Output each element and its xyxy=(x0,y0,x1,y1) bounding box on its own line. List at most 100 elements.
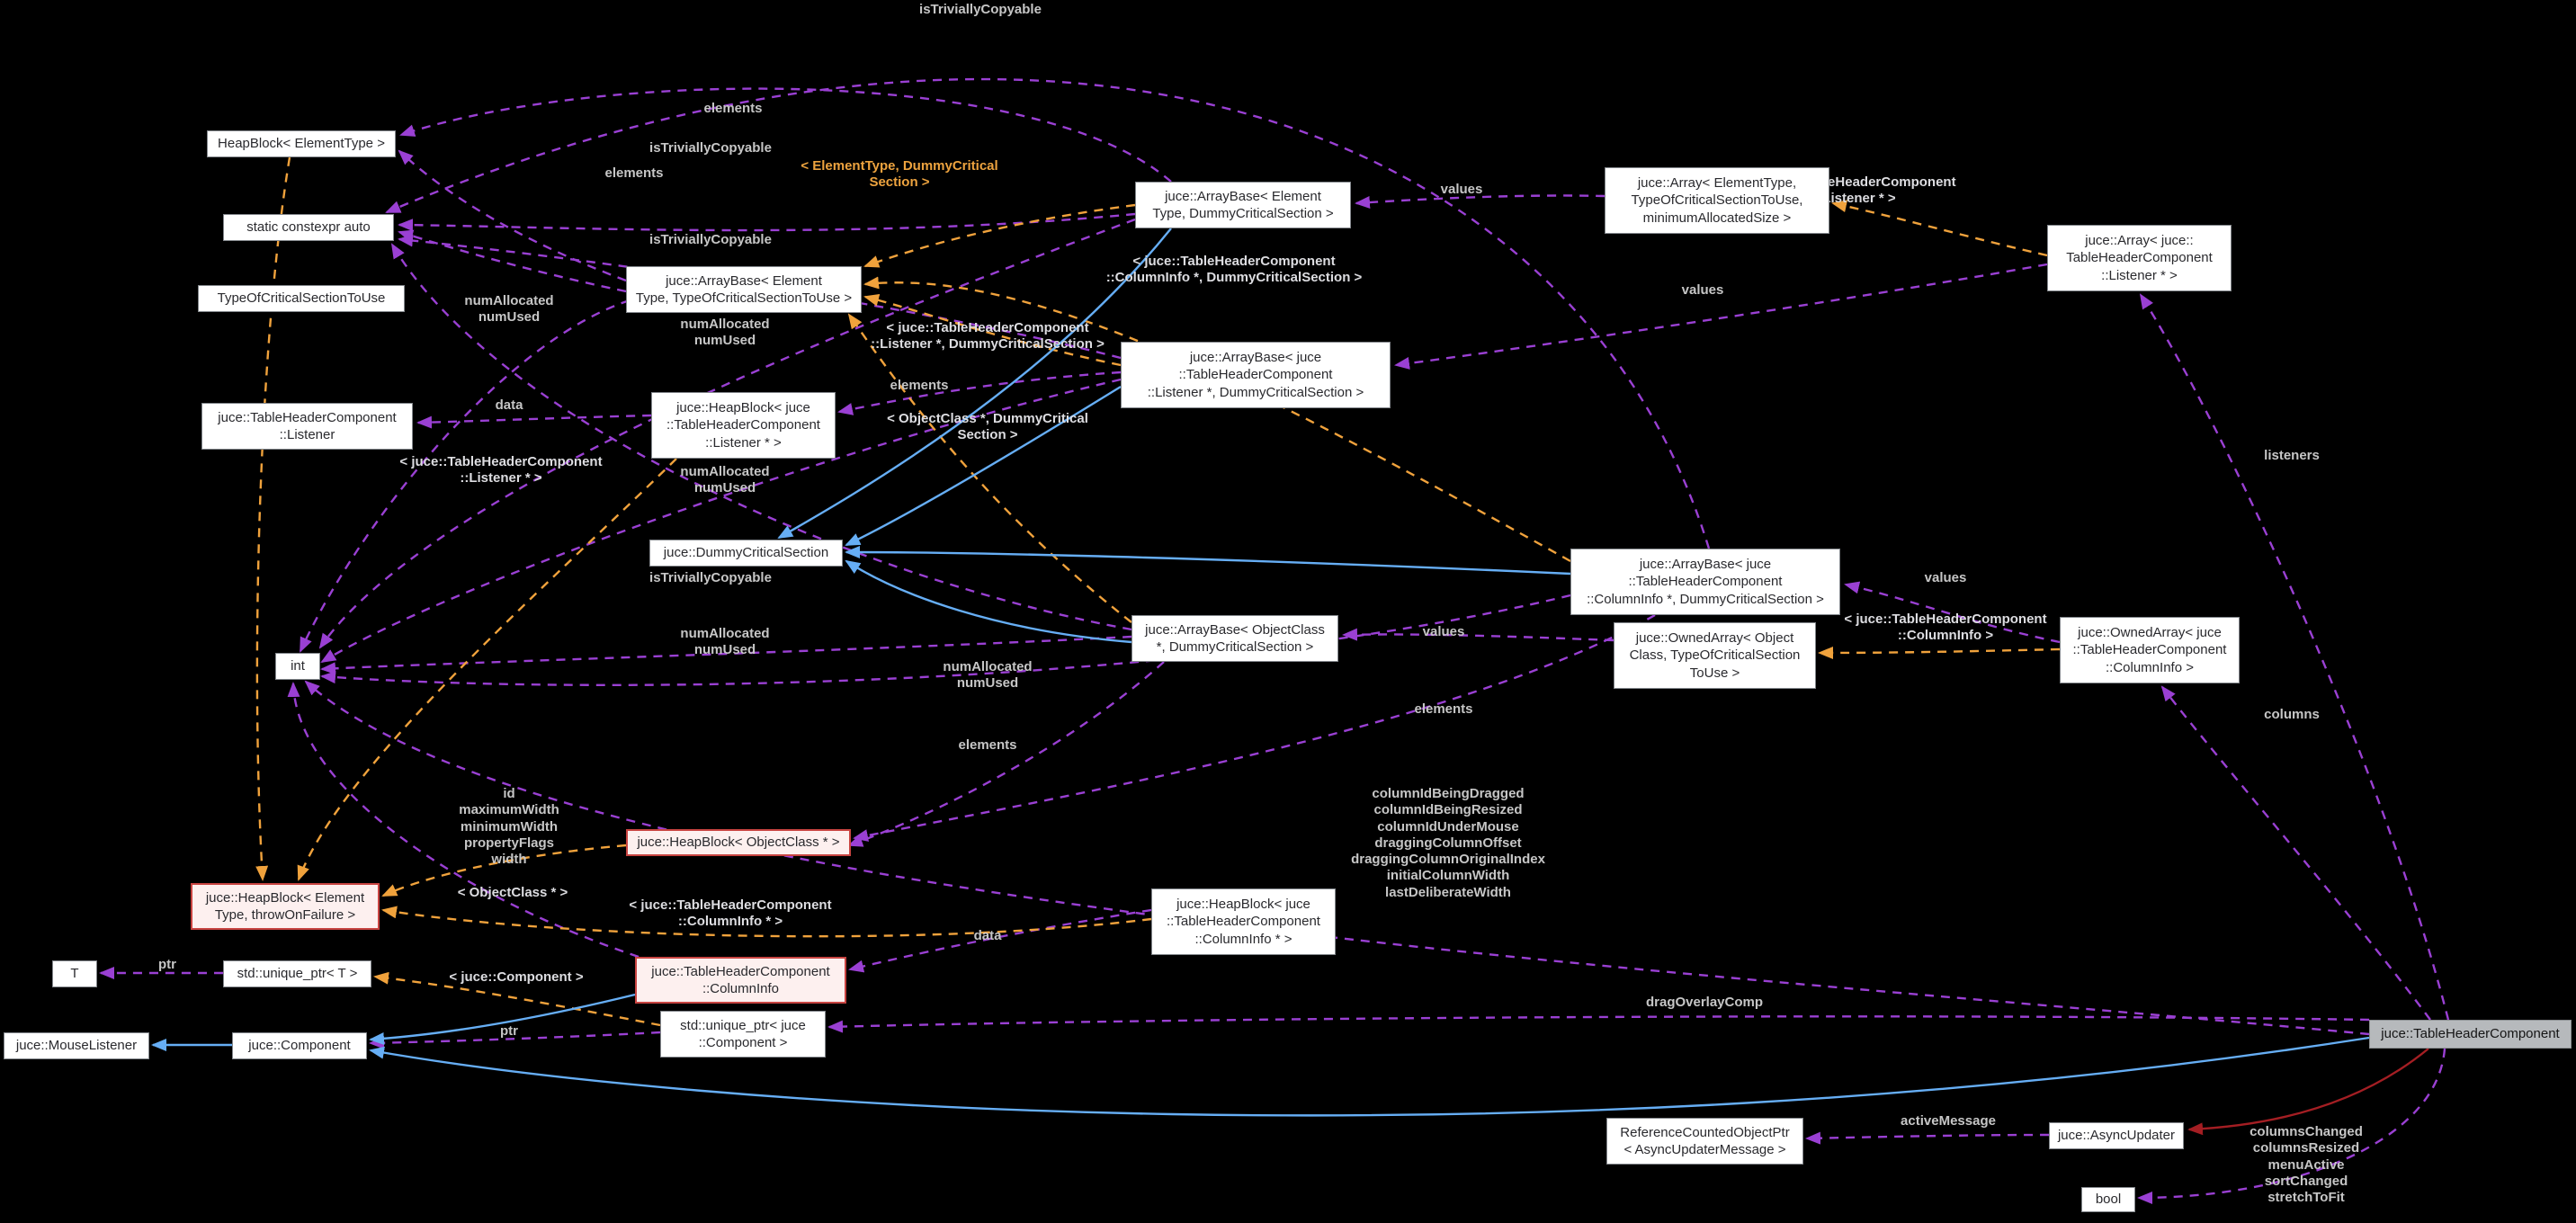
edge-orange-31 xyxy=(863,293,1122,367)
edge-label-11: numAllocated numUsed xyxy=(680,317,770,349)
edge-purple-22 xyxy=(827,1015,2370,1033)
edge-purple-6 xyxy=(390,243,1132,631)
edge-label-16: numAllocated numUsed xyxy=(680,464,770,496)
node-arraybase-elementtype-tocs[interactable]: juce::ArrayBase< Element Type, TypeOfCri… xyxy=(626,266,862,313)
edge-purple-21 xyxy=(2160,685,2431,1021)
node-t[interactable]: T xyxy=(52,960,97,987)
edge-purple-13 xyxy=(837,370,1122,415)
node-typeofcriticalsectiontouse[interactable]: TypeOfCriticalSectionToUse xyxy=(198,285,405,312)
node-arraybase-objectclass-dcs[interactable]: juce::ArrayBase< ObjectClass *, DummyCri… xyxy=(1131,615,1338,662)
edge-label-23: columns xyxy=(2264,707,2320,722)
edge-label-29: columnIdBeingDragged columnIdBeingResize… xyxy=(1351,786,1545,900)
edge-purple-24 xyxy=(2137,1048,2446,1204)
edge-label-0: isTriviallyCopyable xyxy=(919,2,1042,17)
node-component[interactable]: juce::Component xyxy=(232,1032,367,1059)
edge-label-27: elements xyxy=(958,737,1017,753)
edge-orange-33 xyxy=(847,313,1132,623)
node-mouselistener[interactable]: juce::MouseListener xyxy=(4,1032,149,1059)
edge-label-24: numAllocated numUsed xyxy=(680,626,770,658)
edge-label-1: elements xyxy=(703,101,763,116)
edge-orange-32 xyxy=(863,276,1571,563)
node-static-constexpr-auto[interactable]: static constexpr auto xyxy=(223,214,394,241)
edge-label-8: values xyxy=(1681,282,1724,298)
edge-purple-27 xyxy=(848,908,1152,973)
edge-label-34: < juce::Component > xyxy=(449,969,584,985)
edge-label-13: elements xyxy=(890,378,949,393)
edge-purple-3 xyxy=(398,229,627,293)
edge-blue-47 xyxy=(845,559,1132,644)
node-heapblock-columninfo[interactable]: juce::HeapBlock< juce ::TableHeaderCompo… xyxy=(1151,888,1336,955)
edge-label-38: columnsChanged columnsResized menuActive… xyxy=(2250,1124,2363,1206)
edge-purple-20 xyxy=(2139,293,2450,1021)
edge-label-14: data xyxy=(495,397,523,413)
edge-purple-17 xyxy=(1342,628,1614,642)
node-unique-ptr-component[interactable]: std::unique_ptr< juce ::Component > xyxy=(660,1011,826,1058)
edge-label-10: < juce::TableHeaderComponent ::ColumnInf… xyxy=(1105,254,1363,286)
edge-orange-38 xyxy=(255,156,291,881)
edge-label-25: numAllocated numUsed xyxy=(943,659,1033,692)
node-thc-columninfo[interactable]: juce::TableHeaderComponent ::ColumnInfo xyxy=(635,957,846,1004)
edge-label-33: ptr xyxy=(158,957,176,972)
edge-orange-39 xyxy=(381,906,1152,938)
edge-purple-23 xyxy=(1805,1131,2050,1145)
edge-orange-35 xyxy=(1818,646,2061,659)
edge-purple-10 xyxy=(320,635,1132,675)
node-dummycriticalsection[interactable]: juce::DummyCriticalSection xyxy=(649,540,843,567)
edge-purple-16 xyxy=(1844,581,2061,644)
node-heapblock-listener[interactable]: juce::HeapBlock< juce ::TableHeaderCompo… xyxy=(651,392,836,459)
edge-label-28: id maximumWidth minimumWidth propertyFla… xyxy=(459,786,559,868)
edge-label-9: numAllocated numUsed xyxy=(464,293,554,326)
edge-purple-18 xyxy=(853,613,1656,842)
edge-purple-26 xyxy=(369,1031,661,1049)
edge-purple-8 xyxy=(318,218,1136,649)
edge-label-35: ptr xyxy=(500,1023,518,1039)
edge-label-18: isTriviallyCopyable xyxy=(649,570,772,585)
edge-blue-45 xyxy=(845,385,1122,547)
edge-purple-15 xyxy=(1394,263,2048,370)
edge-label-3: < ElementType, DummyCritical Section > xyxy=(801,158,998,191)
edge-label-26: elements xyxy=(1414,701,1473,717)
node-thc-listener[interactable]: juce::TableHeaderComponent ::Listener xyxy=(201,403,413,450)
node-array-listener[interactable]: juce::Array< juce:: TableHeaderComponent… xyxy=(2047,225,2232,291)
edge-blue-43 xyxy=(369,1036,2370,1117)
edge-orange-40 xyxy=(373,971,661,1027)
edge-label-19: values xyxy=(1924,570,1967,585)
edge-label-4: elements xyxy=(604,165,664,181)
node-heapblock-elementtype-throw[interactable]: juce::HeapBlock< Element Type, throwOnFa… xyxy=(191,883,380,930)
edge-label-15: < juce::TableHeaderComponent ::Listener … xyxy=(399,454,603,487)
edge-label-17: < ObjectClass *, DummyCritical Section > xyxy=(887,411,1088,443)
edge-label-32: data xyxy=(973,928,1002,943)
node-heapblock-elementtype[interactable]: HeapBlock< ElementType > xyxy=(207,130,396,157)
node-array-elementtype[interactable]: juce::Array< ElementType, TypeOfCritical… xyxy=(1605,167,1829,234)
node-arraybase-elementtype-dcs[interactable]: juce::ArrayBase< Element Type, DummyCrit… xyxy=(1135,182,1351,228)
node-arraybase-columninfo-dcs[interactable]: juce::ArrayBase< juce ::TableHeaderCompo… xyxy=(1570,549,1840,615)
edge-label-7: values xyxy=(1440,182,1483,197)
node-tableheadercomponent[interactable]: juce::TableHeaderComponent xyxy=(2369,1020,2572,1049)
edge-purple-5 xyxy=(398,234,1122,360)
edge-orange-34 xyxy=(1831,200,2048,257)
node-arraybase-listener-dcs[interactable]: juce::ArrayBase< juce ::TableHeaderCompo… xyxy=(1121,342,1391,408)
node-refcountedobjectptr[interactable]: ReferenceCountedObjectPtr < AsyncUpdater… xyxy=(1606,1118,1803,1165)
edge-purple-11 xyxy=(320,594,1571,687)
edge-orange-30 xyxy=(863,203,1136,268)
node-int[interactable]: int xyxy=(275,653,320,680)
node-heapblock-objectclass[interactable]: juce::HeapBlock< ObjectClass * > xyxy=(626,829,851,856)
node-ownedarray-objectclass[interactable]: juce::OwnedArray< Object Class, TypeOfCr… xyxy=(1614,622,1816,689)
edge-label-30: < ObjectClass * > xyxy=(457,885,568,900)
edge-orange-37 xyxy=(297,458,677,881)
node-asyncupdater[interactable]: juce::AsyncUpdater xyxy=(2049,1122,2184,1149)
edge-blue-44 xyxy=(777,228,1172,540)
edge-purple-9 xyxy=(320,378,1122,664)
edge-red-48 xyxy=(2187,1048,2429,1136)
edge-label-22: listeners xyxy=(2264,448,2320,463)
edge-purple-2 xyxy=(398,212,1136,232)
edge-purple-1 xyxy=(398,149,627,282)
node-unique-ptr-t[interactable]: std::unique_ptr< T > xyxy=(223,960,371,987)
edge-orange-36 xyxy=(381,844,627,897)
edge-label-21: < juce::TableHeaderComponent ::ColumnInf… xyxy=(1844,612,2047,644)
node-ownedarray-columninfo[interactable]: juce::OwnedArray< juce ::TableHeaderComp… xyxy=(2060,617,2240,683)
node-bool[interactable]: bool xyxy=(2081,1187,2135,1212)
edge-purple-0 xyxy=(399,87,1172,183)
